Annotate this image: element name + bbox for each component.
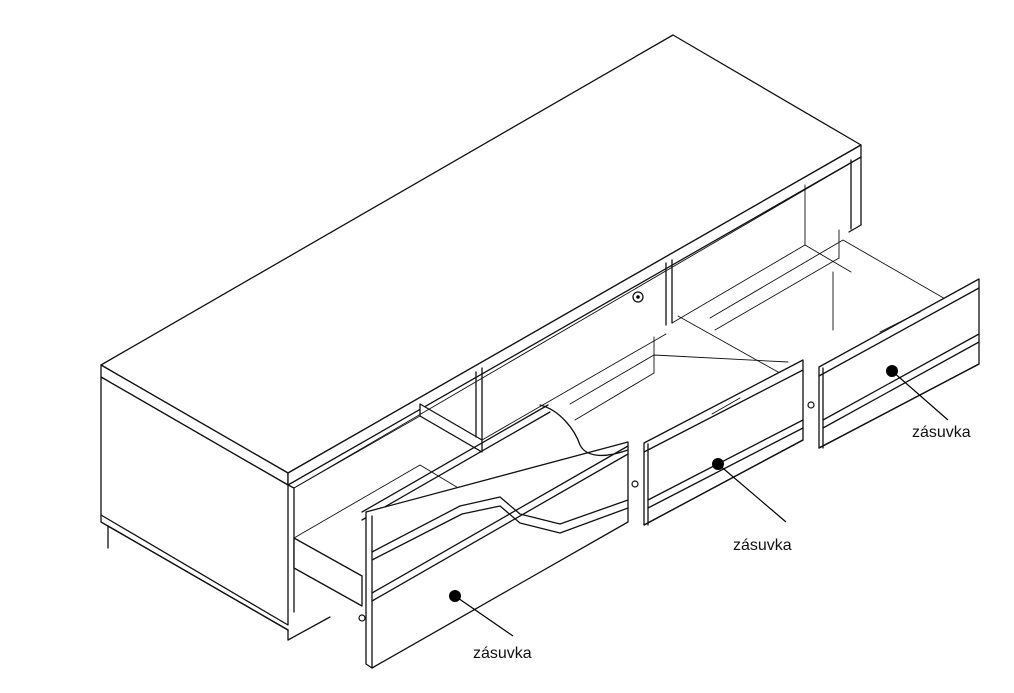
- label-drawer-left: zásuvka: [473, 645, 532, 662]
- callout-middle: zásuvka: [712, 458, 792, 554]
- cabinet-body: [100, 34, 862, 641]
- label-drawer-middle: zásuvka: [733, 537, 792, 554]
- label-drawer-right: zásuvka: [912, 424, 971, 441]
- drawer-middle: [569, 315, 804, 526]
- callout-left: zásuvka: [449, 590, 532, 662]
- callout-right: zásuvka: [886, 365, 971, 441]
- shelf-compartments: [293, 156, 862, 489]
- drawer-left: [293, 404, 629, 669]
- drawer-right: [709, 229, 980, 449]
